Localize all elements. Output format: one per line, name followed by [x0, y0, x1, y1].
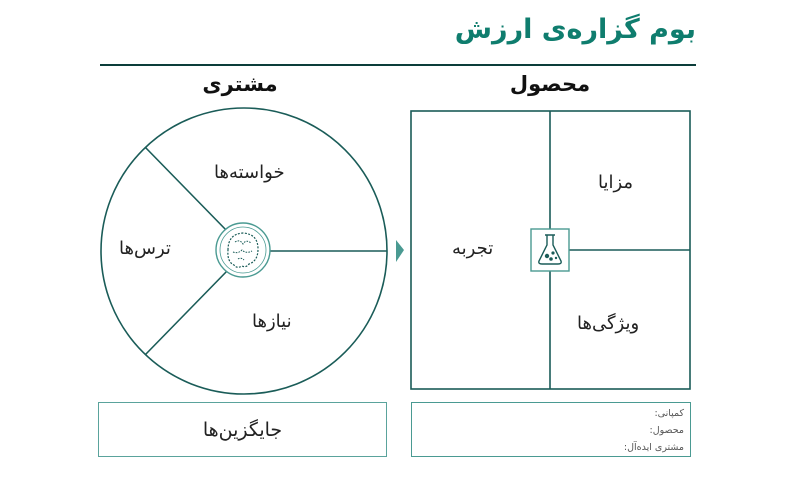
wants-label: خواسته‌ها	[214, 162, 285, 183]
arrow-icon	[396, 240, 404, 262]
title-divider	[100, 64, 696, 66]
circle-divider-top	[144, 146, 229, 233]
customer-circle	[100, 107, 388, 395]
page-title: بوم گزاره‌ی ارزش	[454, 14, 696, 45]
circle-divider-bottom	[144, 269, 229, 356]
info-box: کمپانی: محصول: مشتری ایده‌آل:	[411, 402, 691, 457]
alternatives-label: جایگزین‌ها	[202, 418, 283, 441]
company-field: کمپانی:	[654, 408, 684, 419]
customer-heading: مشتری	[202, 72, 278, 96]
brain-icon	[215, 222, 271, 278]
product-field: محصول:	[649, 425, 684, 436]
ideal-customer-field: مشتری ایده‌آل:	[623, 442, 684, 453]
needs-label: نیازها	[252, 311, 292, 332]
fears-label: ترس‌ها	[119, 238, 171, 259]
product-square	[410, 110, 691, 390]
flask-icon	[530, 228, 570, 272]
experience-label: تجربه	[452, 238, 494, 259]
features-label: ویژگی‌ها	[577, 313, 640, 334]
product-heading: محصول	[509, 72, 591, 96]
alternatives-box: جایگزین‌ها	[98, 402, 387, 457]
benefits-label: مزایا	[598, 172, 634, 193]
